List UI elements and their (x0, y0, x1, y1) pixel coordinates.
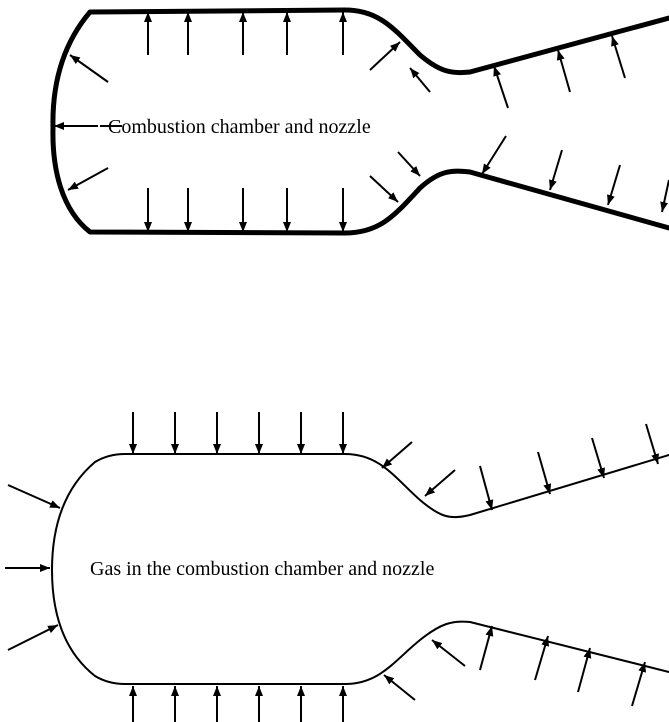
gas-upper-boundary (51, 453, 669, 571)
chamber-wall-figure: Combustion chamber and nozzle (50, 7, 669, 236)
gas-pressure-arrows (5, 412, 659, 722)
chamber-label: Combustion chamber and nozzle (108, 116, 371, 138)
wall-pressure-arrows (54, 12, 669, 232)
chamber-upper-wall (50, 7, 669, 131)
gas-figure: Gas in the combustion chamber and nozzle (5, 412, 669, 722)
gas-label: Gas in the combustion chamber and nozzle (90, 558, 434, 580)
gas-lower-boundary (51, 569, 669, 685)
chamber-lower-wall (50, 125, 669, 236)
